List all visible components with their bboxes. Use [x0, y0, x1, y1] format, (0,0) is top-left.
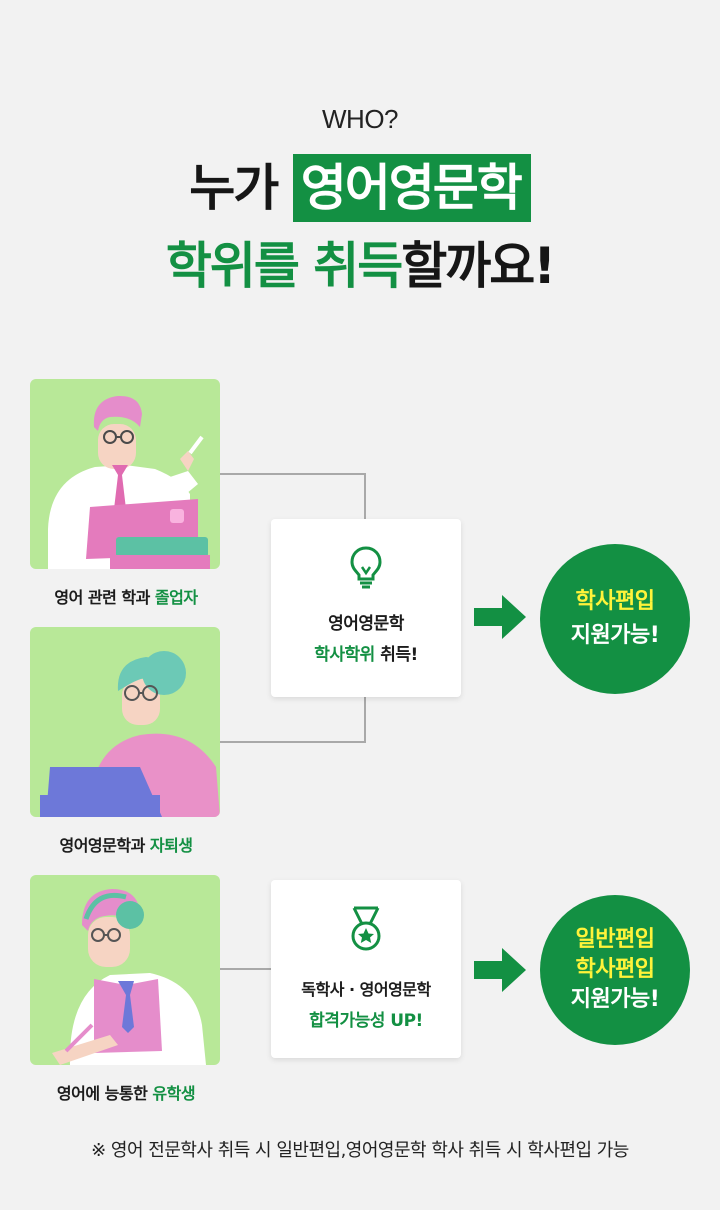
box-line-2: 학사학위 취득! — [271, 640, 461, 665]
caption-plain: 영어에 능통한 — [56, 1084, 153, 1103]
result-white: 지원가능! — [570, 987, 660, 1012]
box-green: 학사학위 — [314, 645, 375, 665]
result-circle-1: 학사편입 지원가능! — [540, 544, 690, 694]
headline-line-2: 학위를 취득할까요! — [0, 232, 720, 300]
result-circle-2: 일반편입 학사편입 지원가능! — [540, 895, 690, 1045]
box-green: 합격가능성 UP! — [309, 1011, 423, 1031]
medal-icon — [271, 906, 461, 952]
headline-highlight: 영어영문학 — [292, 154, 531, 222]
caption-dropout: 영어영문학과 자퇴생 — [6, 832, 246, 856]
result-white: 지원가능! — [570, 623, 660, 648]
headline-plain: 누가 — [189, 159, 293, 217]
box-plain: 취득! — [374, 645, 418, 665]
connector-line — [220, 473, 366, 475]
illustration-graduate — [30, 379, 220, 569]
caption-plain: 영어 관련 학과 — [54, 588, 155, 607]
caption-plain: 영어영문학과 — [59, 836, 150, 855]
headline-green-1: 학위를 — [165, 237, 300, 295]
result-box-degree: 영어영문학 학사학위 취득! — [271, 519, 461, 697]
box-line-1: 영어영문학 — [328, 614, 404, 634]
headline-space — [298, 237, 313, 295]
connector-line — [220, 968, 272, 970]
connector-line — [364, 473, 366, 519]
footnote: ※ 영어 전문학사 취득 시 일반편입,영어영문학 학사 취득 시 학사편입 가… — [91, 1140, 629, 1161]
result-yellow: 학사편입 — [575, 589, 655, 614]
result-yellow: 일반편입 — [575, 927, 655, 952]
eyebrow: WHO? — [322, 104, 399, 134]
headline-plain-2: 할까요! — [401, 237, 556, 295]
headline-green-2: 취득 — [313, 237, 403, 295]
caption-graduate: 영어 관련 학과 졸업자 — [6, 584, 246, 608]
illustration-dropout — [30, 627, 220, 817]
headline-line-1: 누가 영어영문학 — [0, 154, 720, 222]
caption-green: 자퇴생 — [149, 836, 193, 855]
connector-line — [364, 697, 366, 743]
result-yellow: 학사편입 — [575, 957, 655, 982]
result-box-selfstudy: 독학사 · 영어영문학 합격가능성 UP! — [271, 880, 461, 1058]
caption-green: 유학생 — [152, 1084, 196, 1103]
arrow-right-icon — [474, 593, 528, 645]
caption-student: 영어에 능통한 유학생 — [6, 1080, 246, 1104]
caption-green: 졸업자 — [154, 588, 198, 607]
box-line-2: 합격가능성 UP! — [271, 1006, 461, 1031]
box-line-1: 독학사 · 영어영문학 — [301, 980, 431, 999]
connector-line — [220, 741, 366, 743]
arrow-right-icon — [474, 946, 528, 998]
lightbulb-icon — [271, 545, 461, 589]
illustration-student — [30, 875, 220, 1065]
